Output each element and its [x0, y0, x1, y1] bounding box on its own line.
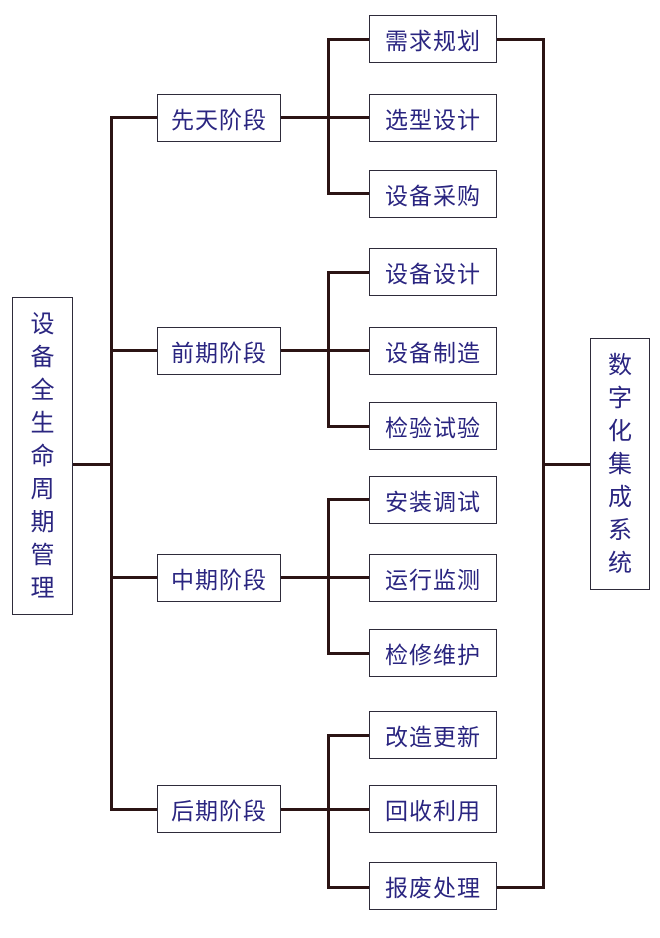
- item-box: 运行监测: [369, 554, 497, 602]
- item-box: 改造更新: [369, 711, 497, 759]
- connector-root: [73, 463, 112, 466]
- system-label-char: 成: [608, 482, 632, 511]
- system-label-char: 集: [608, 449, 632, 478]
- stage-box: 后期阶段: [157, 785, 281, 833]
- system-label-char: 字: [608, 383, 632, 412]
- system-label-char: 系: [608, 515, 632, 544]
- root-label-char: 备: [30, 342, 55, 371]
- system-label-char: 统: [608, 548, 632, 577]
- root-label-char: 期: [30, 507, 55, 536]
- connector-group-4-v: [327, 734, 330, 889]
- connector-item-3-2: [327, 576, 370, 579]
- stage-box: 先天阶段: [157, 94, 281, 142]
- connector-system: [542, 463, 592, 466]
- root-label-char: 全: [30, 375, 55, 404]
- root-label-char: 周: [30, 474, 55, 503]
- item-box: 检验试验: [369, 402, 497, 450]
- root-box: 设备全生命周期管理: [12, 297, 73, 615]
- item-box: 报废处理: [369, 862, 497, 910]
- connector-right-bottom: [496, 886, 545, 889]
- connector-item-2-3: [327, 425, 370, 428]
- item-box: 需求规划: [369, 15, 497, 63]
- item-box: 设备采购: [369, 170, 497, 218]
- connector-item-1-3: [327, 192, 370, 195]
- connector-group-2-h: [280, 349, 330, 352]
- connector-stage-1: [110, 116, 158, 119]
- root-label-char: 理: [30, 573, 55, 602]
- root-label-char: 设: [30, 309, 55, 338]
- item-box: 安装调试: [369, 476, 497, 524]
- item-box: 检修维护: [369, 629, 497, 677]
- connector-right-top: [496, 38, 545, 41]
- connector-stage-2: [110, 349, 158, 352]
- root-label-char: 命: [30, 441, 55, 470]
- connector-item-3-3: [327, 652, 370, 655]
- connector-item-4-3: [327, 886, 370, 889]
- stage-box: 中期阶段: [157, 554, 281, 602]
- item-box: 选型设计: [369, 94, 497, 142]
- item-box: 设备设计: [369, 248, 497, 296]
- connector-item-2-2: [327, 349, 370, 352]
- connector-item-1-2: [327, 116, 370, 119]
- system-label-char: 化: [608, 416, 632, 445]
- item-box: 回收利用: [369, 785, 497, 833]
- item-box: 设备制造: [369, 327, 497, 375]
- connector-item-1-1: [327, 38, 370, 41]
- connector-stage-3: [110, 576, 158, 579]
- connector-item-4-2: [327, 808, 370, 811]
- connector-stage-4: [110, 808, 158, 811]
- root-label-char: 管: [30, 540, 55, 569]
- connector-group-1-h: [280, 116, 330, 119]
- stage-box: 前期阶段: [157, 327, 281, 375]
- connector-item-2-1: [327, 271, 370, 274]
- system-box: 数字化集成系统: [590, 338, 650, 590]
- connector-item-4-1: [327, 734, 370, 737]
- system-label-char: 数: [608, 350, 632, 379]
- connector-item-3-1: [327, 498, 370, 501]
- connector-group-3-h: [280, 576, 330, 579]
- connector-spine: [110, 116, 113, 811]
- connector-group-4-h: [280, 808, 330, 811]
- root-label-char: 生: [30, 408, 55, 437]
